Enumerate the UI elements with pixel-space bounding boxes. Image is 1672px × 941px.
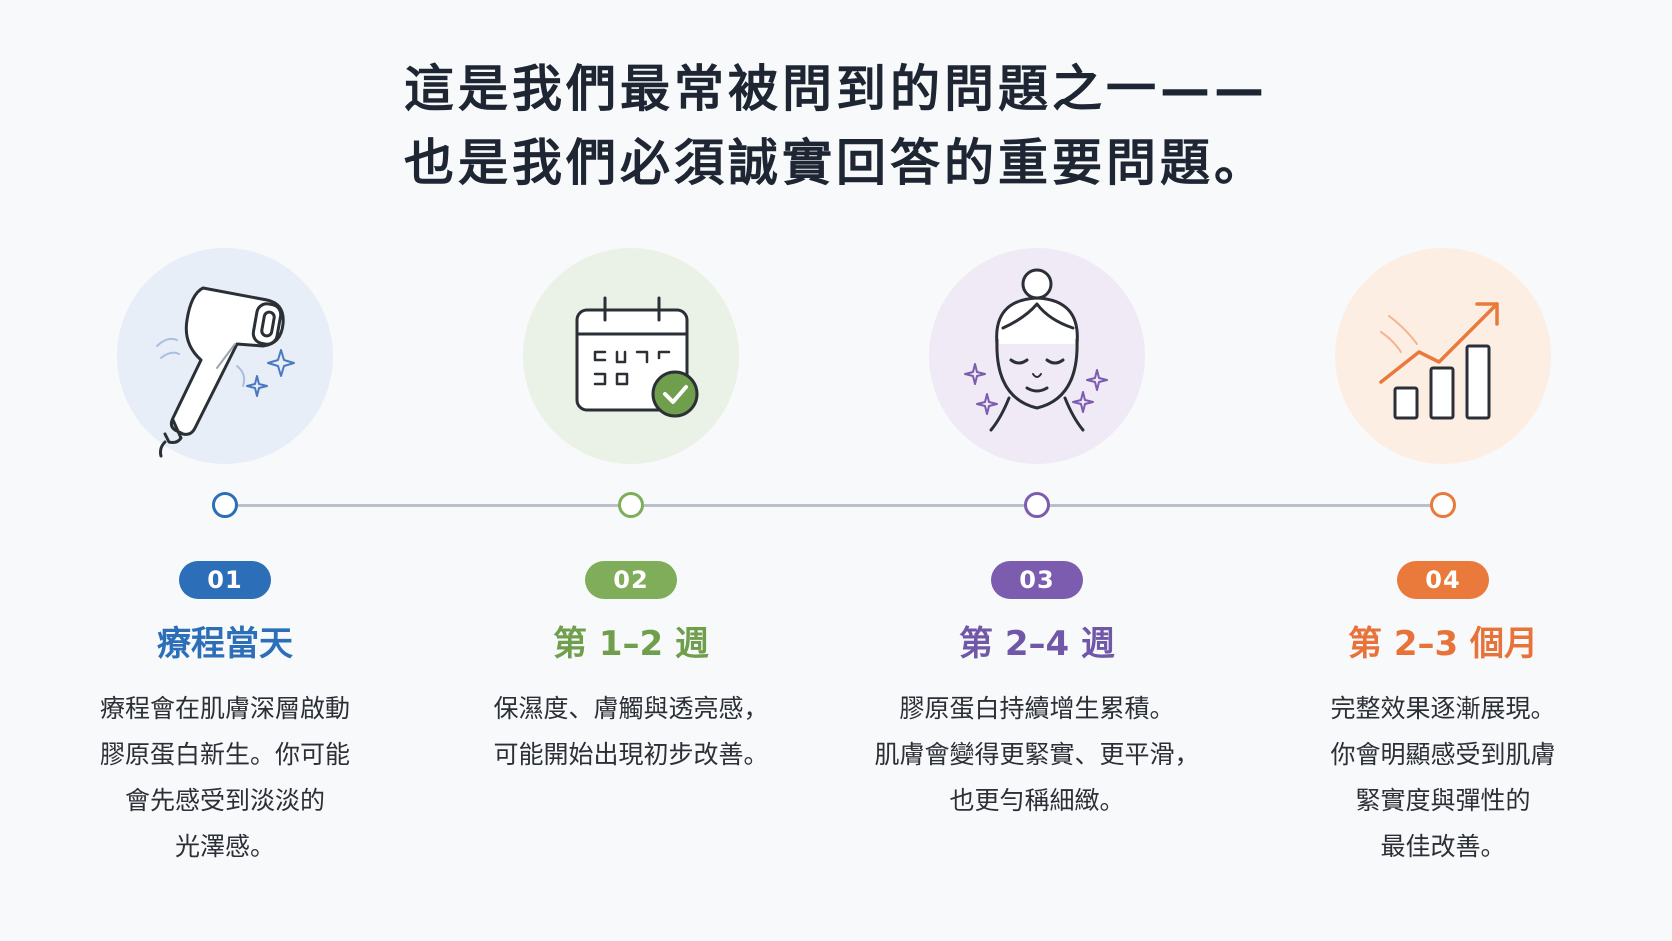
headline-line-2: 也是我們必須誠實回答的重要問題。 <box>404 134 1268 192</box>
step-description: 完整效果逐漸展現。 你會明顯感受到肌膚 緊實度與彈性的 最佳改善。 <box>1253 686 1633 870</box>
icon-circle <box>1335 248 1551 464</box>
description-line: 會先感受到淡淡的 <box>124 786 325 815</box>
calendar-check-icon <box>575 296 699 418</box>
timeline-step-4: 04 第 2–3 個月 完整效果逐漸展現。 你會明顯感受到肌膚 緊實度與彈性的 … <box>1253 0 1633 941</box>
step-title: 第 2–4 週 <box>959 624 1115 664</box>
description-line: 最佳改善。 <box>1380 832 1506 861</box>
step-title: 第 2–3 個月 <box>1348 624 1538 664</box>
face-glow-icon <box>964 268 1108 432</box>
step-number-badge: 03 <box>991 561 1083 599</box>
handpiece-device-icon <box>156 286 295 458</box>
growth-chart-icon <box>1379 302 1499 420</box>
description-line: 可能開始出現初步改善。 <box>493 740 769 769</box>
icon-circle <box>523 248 739 464</box>
description-line: 光澤感。 <box>174 832 275 861</box>
headline-line-1: 這是我們最常被問到的問題之一—— <box>404 60 1268 118</box>
step-title: 第 1–2 週 <box>553 624 709 664</box>
step-title: 療程當天 <box>157 624 293 664</box>
timeline-step-1: 01 療程當天 療程會在肌膚深層啟動 膠原蛋白新生。你可能 會先感受到淡淡的 光… <box>35 0 415 941</box>
description-line: 保濕度、膚觸與透亮感， <box>493 694 769 723</box>
step-description: 膠原蛋白持續增生累積。 肌膚會變得更緊實、更平滑， 也更勻稱細緻。 <box>847 686 1227 824</box>
timeline-step-2: 02 第 1–2 週 保濕度、膚觸與透亮感， 可能開始出現初步改善。 <box>441 0 821 941</box>
step-number-badge: 01 <box>179 561 271 599</box>
icon-circle <box>929 248 1145 464</box>
timeline-node <box>212 492 238 518</box>
step-number-badge: 02 <box>585 561 677 599</box>
description-line: 緊實度與彈性的 <box>1355 786 1531 815</box>
timeline-node <box>1430 492 1456 518</box>
description-line: 膠原蛋白新生。你可能 <box>99 740 350 769</box>
description-line: 療程會在肌膚深層啟動 <box>99 694 350 723</box>
timeline-line <box>225 504 1445 507</box>
step-number-badge: 04 <box>1397 561 1489 599</box>
step-description: 療程會在肌膚深層啟動 膠原蛋白新生。你可能 會先感受到淡淡的 光澤感。 <box>35 686 415 870</box>
step-description: 保濕度、膚觸與透亮感， 可能開始出現初步改善。 <box>441 686 821 778</box>
timeline-node <box>618 492 644 518</box>
description-line: 膠原蛋白持續增生累積。 <box>899 694 1175 723</box>
description-line: 也更勻稱細緻。 <box>949 786 1125 815</box>
timeline-node <box>1024 492 1050 518</box>
timeline-step-3: 03 第 2–4 週 膠原蛋白持續增生累積。 肌膚會變得更緊實、更平滑， 也更勻… <box>847 0 1227 941</box>
headline: 這是我們最常被問到的問題之一—— 也是我們必須誠實回答的重要問題。 <box>0 52 1672 200</box>
description-line: 你會明顯感受到肌膚 <box>1330 740 1556 769</box>
icon-circle <box>117 248 333 464</box>
description-line: 完整效果逐漸展現。 <box>1330 694 1556 723</box>
description-line: 肌膚會變得更緊實、更平滑， <box>874 740 1200 769</box>
